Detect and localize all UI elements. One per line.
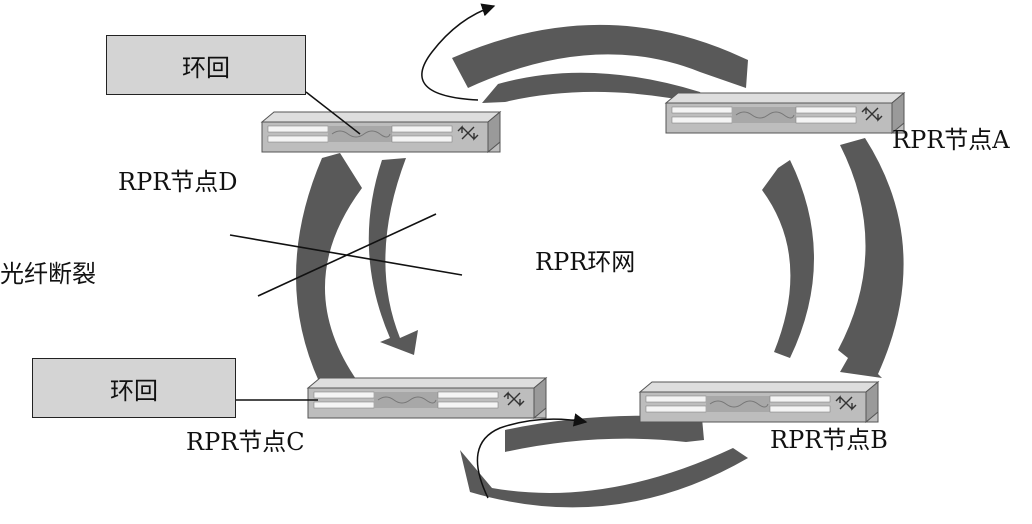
node-c-label: RPR节点C [186, 428, 305, 456]
device-node-a [665, 92, 905, 134]
arrow-bottom-inner [505, 415, 704, 452]
loopback-box-top: 环回 [106, 35, 306, 95]
node-a-label: RPR节点A [892, 126, 1010, 154]
loopback-curve-arrow-bottom [476, 413, 588, 499]
loopback-top-label: 环回 [182, 53, 230, 82]
arrow-right-inner [762, 160, 814, 358]
fault-label: 光纤断裂 [0, 260, 96, 288]
loopback-curve-arrow-top [421, 3, 496, 101]
arrow-top-inner [482, 72, 712, 106]
arrow-left-outer [296, 153, 362, 388]
device-node-c [307, 377, 547, 419]
fiber-break-line [257, 213, 437, 297]
loopback-bottom-label: 环回 [110, 376, 158, 405]
ring-label: RPR环网 [535, 248, 636, 276]
node-b-label: RPR节点B [770, 426, 888, 454]
device-node-b [639, 381, 879, 423]
device-node-d [261, 111, 501, 153]
arrow-left-inner [368, 158, 418, 355]
arrow-bottom-outer [460, 448, 748, 508]
arrow-right-outer [838, 138, 904, 378]
node-d-label: RPR节点D [118, 168, 238, 196]
loopback-box-bottom: 环回 [32, 358, 236, 418]
loopback-leader-line [305, 91, 361, 135]
arrow-top-outer [452, 24, 748, 88]
